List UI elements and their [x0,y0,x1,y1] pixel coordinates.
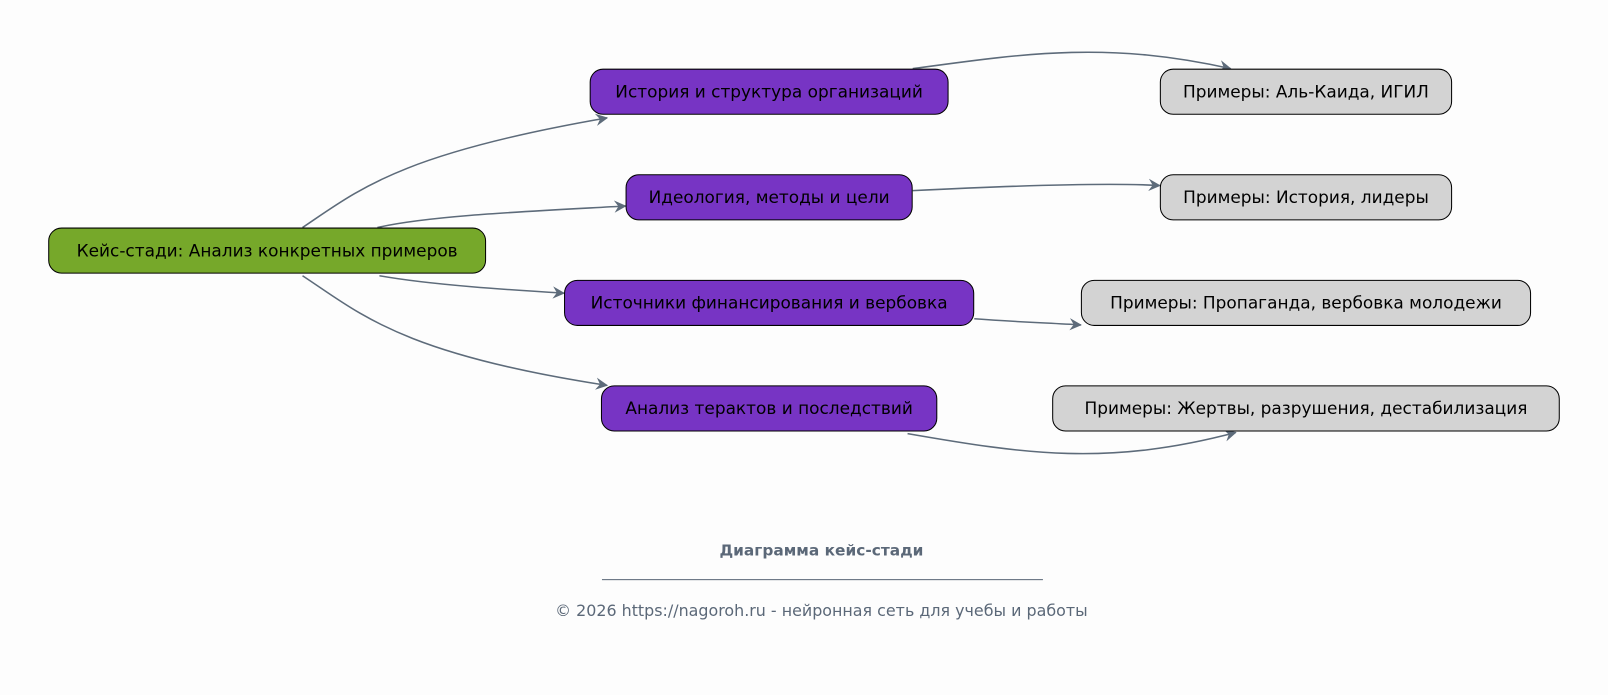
branch-node-attacks: Анализ терактов и последствий [600,385,938,432]
branch-node-ideology: Идеология, методы и цели [625,174,913,221]
example-node-history: Примеры: Аль-Каида, ИГИЛ [1159,68,1453,115]
branch-node-history: История и структура организаций [589,68,949,115]
branch-node-financing: Источники финансирования и вербовка [564,279,975,326]
edge-root-branch-3 [379,274,566,299]
edge-root-branch-1 [302,113,609,229]
example-node-financing: Примеры: Пропаганда, вербовка молодежи [1080,279,1532,326]
edge-root-branch-4 [302,275,609,390]
edge-branch-4-example [907,429,1237,455]
example-node-ideology: Примеры: История, лидеры [1159,174,1453,221]
example-node-attacks: Примеры: Жертвы, разрушения, дестабилиза… [1052,385,1560,432]
edge-branch-2-example [912,178,1161,192]
footer-copyright: © 2026 https://nagoroh.ru - нейронная се… [555,601,1088,621]
edge-branch-3-example [974,318,1082,331]
diagram-title: Диаграмма кейс-стади [719,541,924,560]
title-divider [601,579,1043,581]
edge-branch-1-example [912,51,1232,73]
root-node: Кейс-стади: Анализ конкретных примеров [48,227,487,274]
edge-root-branch-2 [377,200,627,229]
